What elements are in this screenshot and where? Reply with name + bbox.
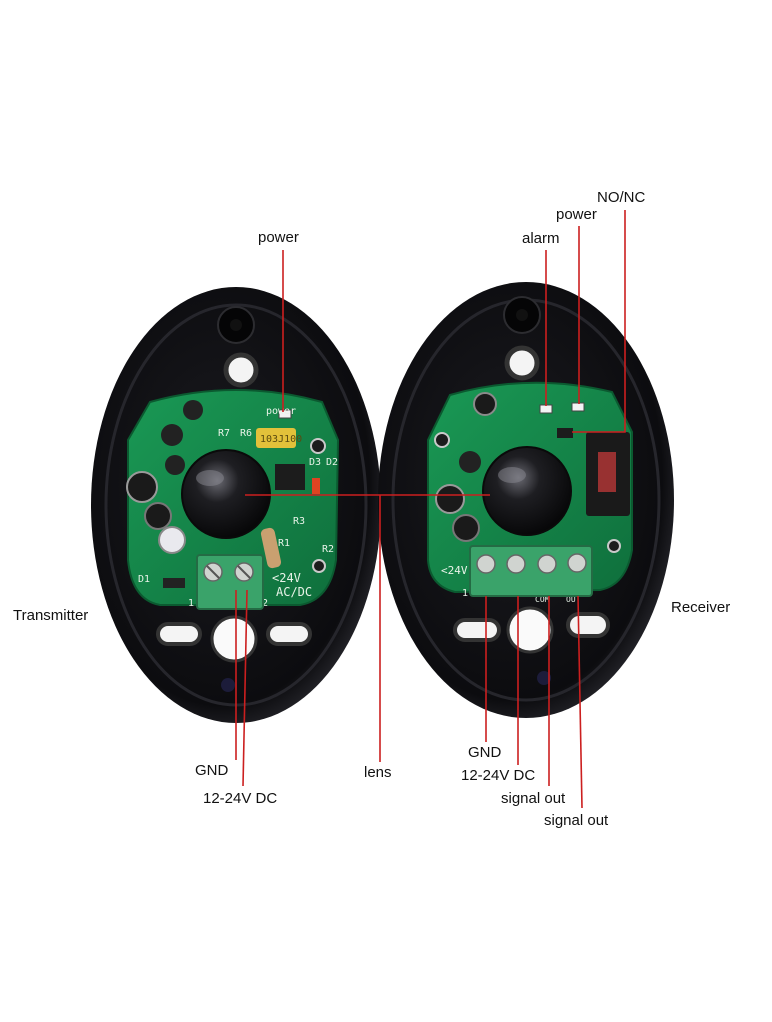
receiver-upper-mount-hole [504,345,540,381]
transmitter-pcb-r1: R1 [278,538,290,549]
receiver-relay-label [598,452,616,492]
receiver-transistor [459,451,481,473]
transmitter-pcb-d3: D3 [309,457,321,468]
receiver-no-nc-jumper [557,428,573,438]
transmitter-film-capacitor [256,428,296,448]
transmitter-cable-hole [210,615,258,663]
label-tx-gnd: GND [195,762,229,779]
receiver-led-power [571,402,585,412]
transmitter-unit: 103J100 power R7 R6 D3 D2 R3 R1 R2 D1 <2… [91,287,381,723]
transmitter-top-screw-hole [230,319,242,331]
receiver-cable-hole [506,606,554,654]
transmitter-via-2 [312,559,326,573]
receiver-capacitor-top [473,392,497,416]
transmitter-pcb-power-text: power [266,406,296,417]
transmitter-via-1 [310,438,326,454]
receiver-capacitor-low [452,514,480,542]
transmitter-led-power [278,409,292,419]
receiver-slot-left [453,618,501,642]
transmitter-pcb-r3: R3 [293,516,305,527]
transmitter-diode-d1 [163,578,185,588]
receiver-lens-highlight [498,467,526,483]
transmitter-pcb-r2: R2 [322,544,334,555]
transmitter-transistor [183,400,203,420]
transmitter-pcb-d1: D1 [138,574,150,585]
receiver-led-alarm [539,404,553,414]
receiver-terminal-screw-4 [567,553,587,573]
transmitter-screw-slot-2 [237,565,251,579]
receiver-top-screw-hole [516,309,528,321]
receiver-pcb-pin1: 1 [462,588,468,599]
label-tx-power: power [258,229,299,246]
receiver-bottom-screw [537,671,551,685]
transmitter-diode [312,478,320,494]
leader-lines [235,210,626,809]
transmitter-upper-mount-hole [223,352,259,388]
transmitter-pcb-r7: R7 [218,428,230,439]
transmitter-capacitor-2 [144,502,172,530]
transmitter-pcb-pin1: 1 [188,598,194,609]
transmitter-terminal-block [196,554,264,610]
transmitter-pcb-pin2: 2 [262,598,268,609]
receiver-via-1 [434,432,450,448]
receiver-unit: <24V 1 COM OUT [378,282,674,718]
transmitter-transistor-2 [161,424,183,446]
transmitter-transistor-3 [165,455,185,475]
receiver-terminal-screw-2 [506,554,526,574]
transmitter-film-capacitor-label: 103J100 [260,434,302,445]
receiver-lens-dome [482,446,572,536]
label-rx-dc: 12-24V DC [461,767,536,784]
leader-rx-signal-2 [577,595,583,809]
transmitter-slot-left [156,622,202,646]
label-transmitter: Transmitter [13,607,89,624]
receiver-slot-right [566,612,610,638]
receiver-via-2 [607,539,621,553]
transmitter-pcb-d2: D2 [326,457,338,468]
label-receiver: Receiver [671,599,731,616]
transmitter-slot-right [266,622,312,646]
label-lens: lens [364,764,392,781]
transmitter-screw-slot-1 [206,565,220,579]
label-alarm: alarm [522,230,560,247]
label-rx-power: power [556,206,597,223]
receiver-terminal-block [469,545,593,597]
label-no-nc: NO/NC [597,189,646,206]
transmitter-bottom-screw [221,678,235,692]
receiver-pcb-com: COM [535,595,550,604]
leader-tx-dc [242,589,248,787]
receiver-pcb-out: OUT [566,595,581,604]
transmitter-lens-highlight [196,470,224,486]
leader-rx-no-nc [572,210,626,433]
transmitter-pcb-acdc: AC/DC [276,585,312,599]
label-rx-gnd: GND [468,744,502,761]
transmitter-ic-chip [275,464,305,490]
transmitter-capacitor-1 [126,471,158,503]
receiver-terminal-screw-1 [476,554,496,574]
receiver-pcb-24v: <24V [441,564,468,577]
transmitter-pcb-r6: R6 [240,428,252,439]
receiver-capacitor-mid [435,484,465,514]
transmitter-resistor [260,527,282,569]
transmitter-lens-dome [181,449,271,539]
transmitter-pcb-24v: <24V [272,571,301,585]
label-signal-out-2: signal out [544,812,609,829]
label-signal-out-1: signal out [501,790,566,807]
transmitter-capacitor-3 [158,526,186,554]
receiver-terminal-screw-3 [537,554,557,574]
label-tx-dc: 12-24V DC [203,790,278,807]
